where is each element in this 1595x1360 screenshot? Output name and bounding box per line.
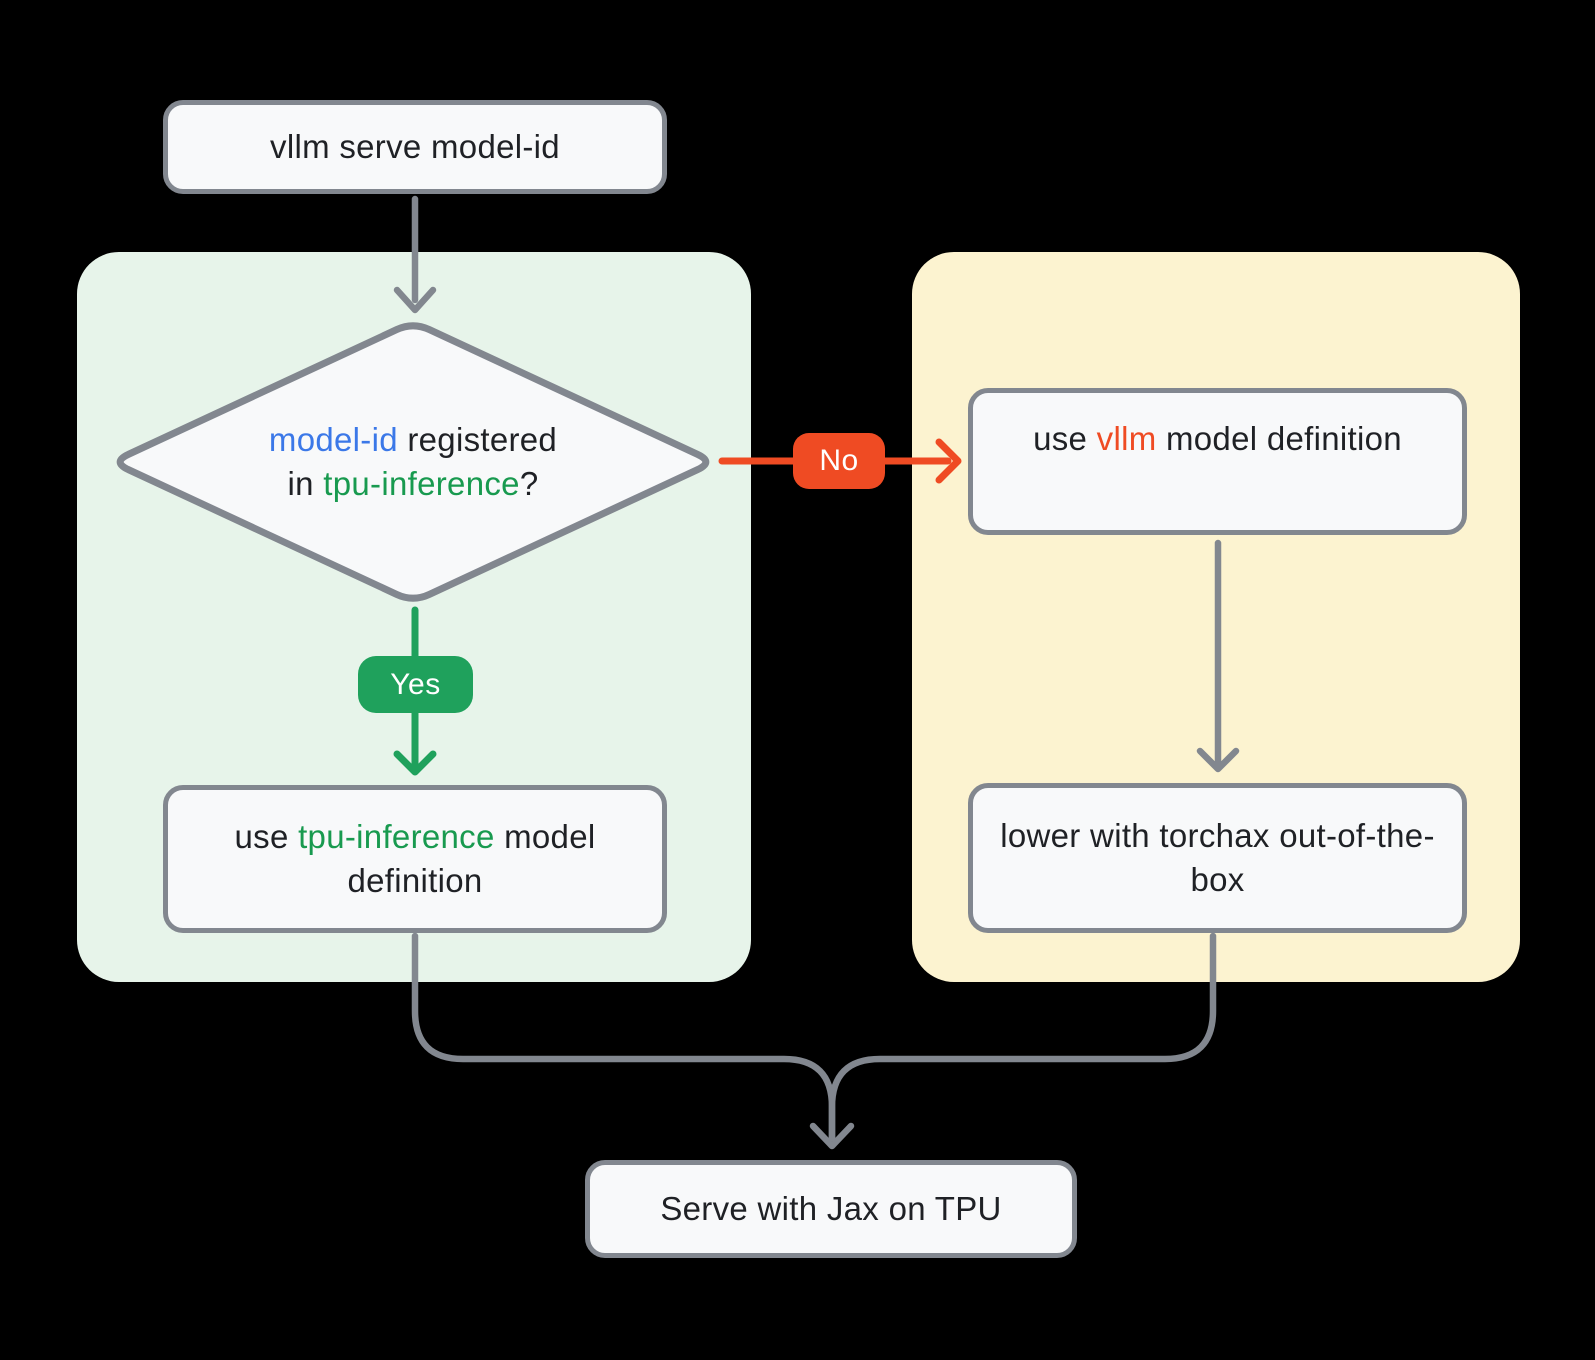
torchax-node: lower with torchax out-of-the-box	[968, 783, 1467, 933]
no-badge: No	[793, 433, 885, 489]
tpu-node-label: use tpu-inference model definition	[234, 818, 596, 899]
vllm-node-label: use vllm model definition	[1033, 419, 1402, 457]
decision-line-2: in tpu-inference?	[287, 465, 539, 502]
start-node-label: vllm serve model-id	[270, 128, 560, 165]
start-node: vllm serve model-id	[163, 100, 667, 194]
serve-node-label: Serve with Jax on TPU	[660, 1190, 1002, 1227]
torchax-node-label: lower with torchax out-of-the-box	[1000, 817, 1435, 898]
decision-line-1: model-id registered	[268, 421, 558, 458]
no-badge-label: No	[819, 444, 859, 477]
yes-badge: Yes	[358, 656, 473, 713]
vllm-definition-node: use vllm model definition	[968, 388, 1467, 535]
serve-node: Serve with Jax on TPU	[585, 1160, 1077, 1258]
merge-arrowhead	[809, 1122, 855, 1150]
decision-node-label: model-id registered in tpu-inference?	[113, 322, 713, 602]
tpu-inference-definition-node: use tpu-inference model definition	[163, 785, 667, 933]
yes-badge-label: Yes	[390, 667, 441, 701]
